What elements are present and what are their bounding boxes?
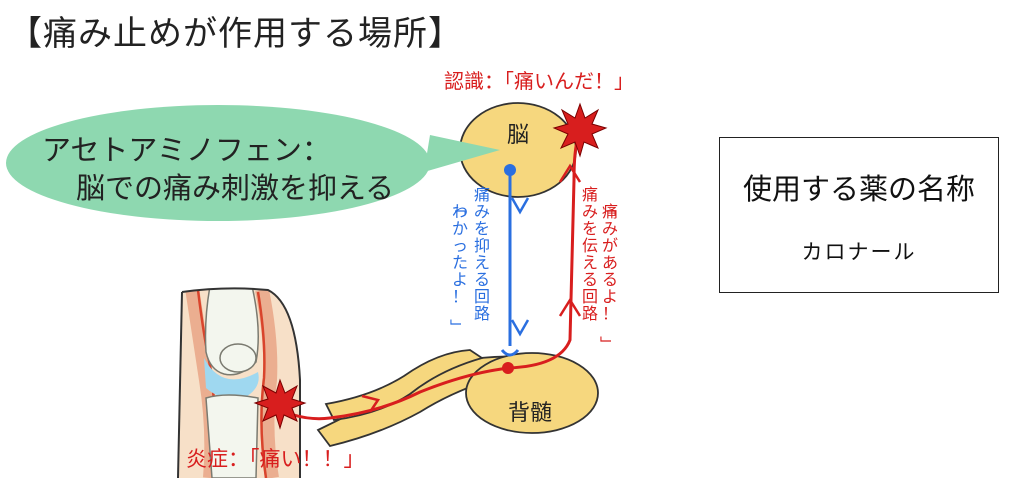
arrow-up-icon xyxy=(558,297,582,317)
transmit-vert-column: 痛みを伝える回路 xyxy=(582,185,598,323)
transmit-pathway-label: 「痛みがあるよ！」痛みを伝える回路 xyxy=(582,185,618,352)
suppress-vert-column: 「わかったよ！」 xyxy=(448,200,468,335)
suppress-pathway-label: 痛みを抑える回路「わかったよ！」 xyxy=(448,185,490,335)
pain-burst-icon xyxy=(253,378,307,430)
arrow-down-icon xyxy=(510,197,530,215)
suppress-vert-column: 痛みを抑える回路 xyxy=(474,185,490,323)
inflammation-label: 炎症：「痛い！！」 xyxy=(186,447,365,471)
arrow-down-icon xyxy=(510,319,530,337)
arrow-up-icon xyxy=(361,394,381,413)
callout-line-1: アセトアミノフェン： xyxy=(42,133,331,167)
acetaminophen-callout xyxy=(6,105,500,221)
drug-name: カロナール xyxy=(801,240,917,264)
pain-burst-icon xyxy=(552,102,608,158)
pain-transmit-pathway xyxy=(267,137,582,421)
arrow-up-icon xyxy=(558,163,582,183)
recognition-label: 認識：「痛いんだ！」 xyxy=(444,69,634,93)
page-title: 【痛み止めが作用する場所】 xyxy=(8,14,463,54)
brain-label: 脳 xyxy=(507,123,529,148)
transmit-vert-column: 「痛みがあるよ！」 xyxy=(598,200,618,352)
pain-suppress-pathway xyxy=(500,164,530,357)
callout-line-2: 脳での痛み刺激を抑える xyxy=(76,171,394,205)
spinal-cord-illustration xyxy=(316,349,599,448)
spinal-cord-label: 背髄 xyxy=(508,401,552,426)
drug-card: 使用する薬の名称 カロナール xyxy=(719,137,999,293)
card-title: 使用する薬の名称 xyxy=(742,172,975,206)
